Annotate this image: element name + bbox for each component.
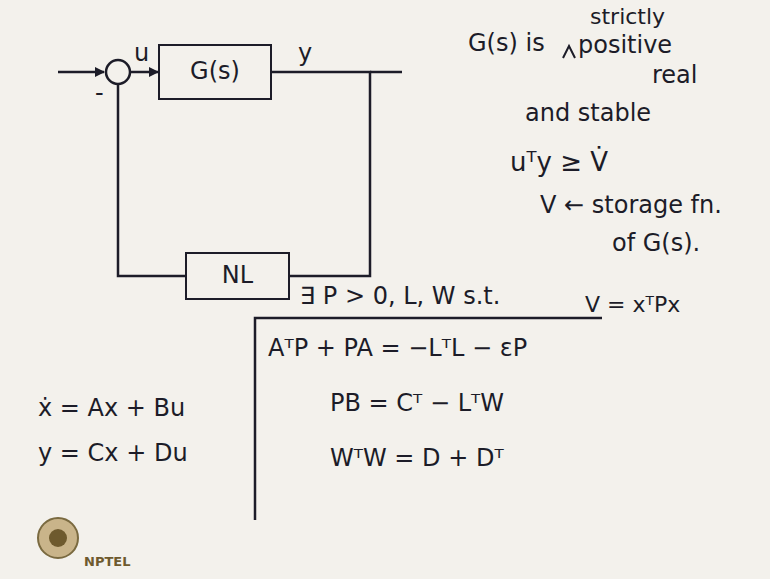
inequality: uᵀy ≥ V̇ xyxy=(510,148,608,178)
note-text: G(s) is xyxy=(468,30,545,58)
signal-wire xyxy=(118,72,185,276)
block-label: G(s) xyxy=(190,58,240,86)
transfer-block: G(s) xyxy=(158,44,272,100)
state-equation: ẋ = Ax + Bu xyxy=(38,395,185,423)
logo-text: NPTEL xyxy=(84,555,130,570)
note-text: real xyxy=(652,62,697,90)
signal-name: u xyxy=(134,40,149,68)
signal-name: y xyxy=(298,40,312,68)
logo-core xyxy=(49,529,67,547)
note-text: strictly xyxy=(590,4,665,29)
summing-junction xyxy=(106,60,130,84)
kyp-equation: WᵀW = D + Dᵀ xyxy=(330,445,504,473)
sign-label: - xyxy=(95,80,104,108)
kyp-equation: AᵀP + PA = −LᵀL − εP xyxy=(268,335,527,363)
nonlinearity-block: NL xyxy=(185,252,290,300)
note-text: V ← storage fn. xyxy=(540,192,722,220)
output-wire xyxy=(370,71,402,74)
logo-disc xyxy=(38,518,78,558)
block-label: NL xyxy=(222,262,253,290)
condition-text: ∃ P > 0, L, W s.t. xyxy=(300,283,500,311)
note-text: of G(s). xyxy=(612,230,700,258)
equation-bracket xyxy=(255,318,602,520)
output-equation: y = Cx + Du xyxy=(38,440,188,468)
signal-wire xyxy=(272,72,370,276)
kyp-equation: PB = Cᵀ − LᵀW xyxy=(330,390,504,418)
note-text: positive xyxy=(578,32,672,60)
storage-function: V = xᵀPx xyxy=(585,292,680,317)
insert-caret xyxy=(563,46,575,58)
note-text: and stable xyxy=(525,100,651,128)
input-arrow xyxy=(58,71,104,74)
